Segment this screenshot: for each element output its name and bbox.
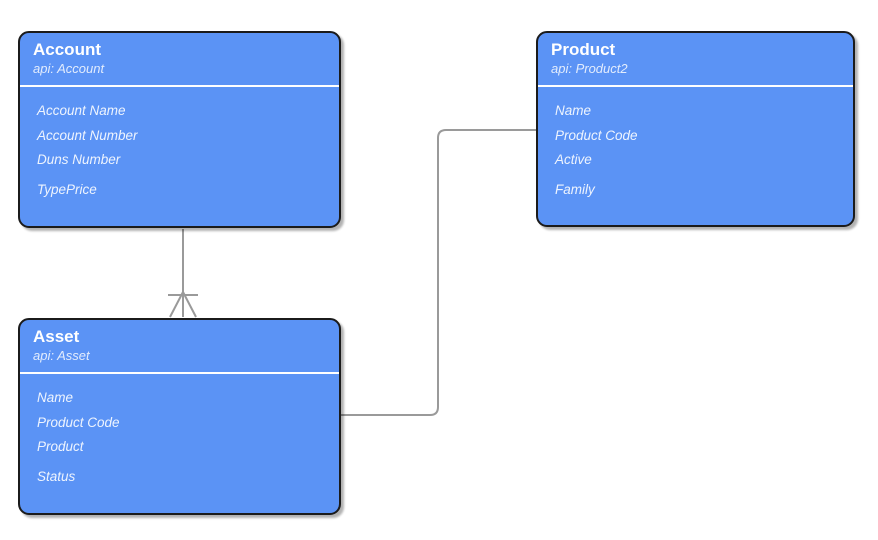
entity-account-field[interactable]: Duns Number [37, 152, 121, 167]
entity-account-field-list: Account Name Account Number Duns Number … [20, 87, 339, 212]
entity-asset-header: Asset api: Asset [20, 320, 339, 370]
entity-asset-title: Asset [33, 327, 80, 346]
entity-asset[interactable]: Asset api: Asset Name Product Code Produ… [18, 318, 341, 515]
entity-product-api: api: Product2 [551, 61, 628, 76]
entity-product-field[interactable]: Family [555, 181, 595, 197]
entity-product[interactable]: Product api: Product2 Name Product Code … [536, 31, 855, 227]
entity-asset-field-list: Name Product Code Product Status [20, 374, 339, 499]
entity-account-header: Account api: Account [20, 33, 339, 83]
entity-product-divider [538, 85, 853, 87]
entity-product-field[interactable]: Active [555, 152, 592, 167]
entity-account-field[interactable]: Account Name [37, 103, 126, 118]
entity-account[interactable]: Account api: Account Account Name Accoun… [18, 31, 341, 228]
connector-account-asset[interactable] [168, 229, 198, 318]
connector-asset-product-path [341, 129, 536, 416]
entity-product-field[interactable]: Product Code [555, 127, 638, 143]
entity-account-api: api: Account [33, 61, 105, 76]
crows-foot-prong-left-icon [169, 291, 184, 318]
entity-asset-field[interactable]: Status [37, 468, 76, 484]
entity-account-title: Account [33, 40, 101, 59]
entity-asset-divider [20, 372, 339, 374]
connector-asset-product[interactable] [341, 129, 536, 416]
entity-account-field[interactable]: TypePrice [37, 181, 97, 197]
entity-product-header: Product api: Product2 [538, 33, 853, 83]
entity-asset-field[interactable]: Name [37, 390, 74, 405]
entity-product-field[interactable]: Name [555, 103, 592, 118]
entity-account-divider [20, 85, 339, 87]
entity-asset-field[interactable]: Product [37, 439, 84, 454]
crows-foot-prong-right-icon [182, 291, 197, 318]
entity-asset-api: api: Asset [33, 348, 90, 363]
entity-asset-field[interactable]: Product Code [37, 414, 120, 430]
entity-product-title: Product [551, 40, 616, 59]
entity-account-field[interactable]: Account Number [37, 127, 138, 143]
entity-product-field-list: Name Product Code Active Family [538, 87, 853, 212]
